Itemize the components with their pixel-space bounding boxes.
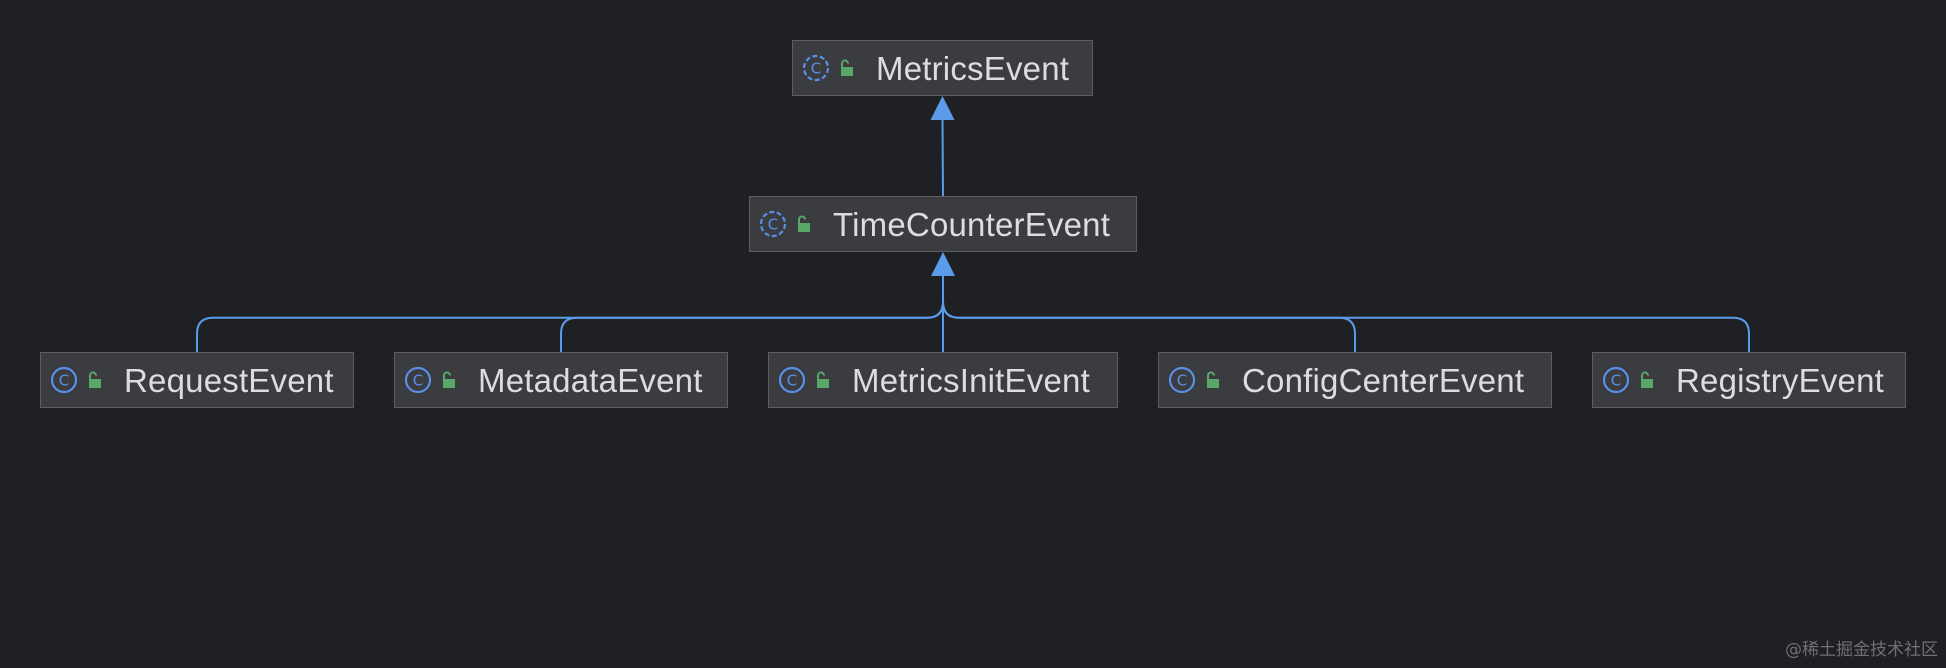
class-node-metadata-event[interactable]: C MetadataEvent xyxy=(394,352,728,408)
class-name: MetricsInitEvent xyxy=(852,362,1090,399)
inheritance-edge xyxy=(942,276,1356,352)
svg-text:C: C xyxy=(1611,372,1621,390)
public-lock-icon xyxy=(798,215,810,232)
inheritance-edge xyxy=(942,276,1750,352)
svg-text:C: C xyxy=(811,60,821,78)
class-icon: C xyxy=(802,54,830,82)
inheritance-edge xyxy=(941,119,944,197)
class-icon: C xyxy=(1168,366,1196,394)
class-node-time-counter-event[interactable]: C TimeCounterEvent xyxy=(749,196,1137,252)
class-icon: C xyxy=(759,210,787,238)
public-lock-icon xyxy=(817,371,829,388)
class-node-config-center-event[interactable]: C ConfigCenterEvent xyxy=(1158,352,1552,408)
inheritance-edge xyxy=(196,276,944,352)
public-lock-icon xyxy=(443,371,455,388)
class-name: MetadataEvent xyxy=(478,362,703,399)
class-node-request-event[interactable]: C RequestEvent xyxy=(40,352,354,408)
class-name: RegistryEvent xyxy=(1676,362,1885,399)
class-icon: C xyxy=(1602,366,1630,394)
svg-text:C: C xyxy=(787,372,797,390)
public-lock-icon xyxy=(89,371,101,388)
class-node-metrics-init-event[interactable]: C MetricsInitEvent xyxy=(768,352,1118,408)
svg-text:C: C xyxy=(59,372,69,390)
class-icon: C xyxy=(404,366,432,394)
svg-text:C: C xyxy=(1177,372,1187,390)
class-node-metrics-event[interactable]: C MetricsEvent xyxy=(792,40,1093,96)
inheritance-edge xyxy=(560,276,944,352)
class-name: RequestEvent xyxy=(124,362,334,399)
public-lock-icon xyxy=(1641,371,1653,388)
public-lock-icon xyxy=(1207,371,1219,388)
svg-text:C: C xyxy=(768,216,778,234)
svg-text:C: C xyxy=(413,372,423,390)
watermark: @稀土掘金技术社区 xyxy=(1785,640,1938,660)
inheritance-arrowhead xyxy=(931,252,955,276)
class-icon: C xyxy=(778,366,806,394)
public-lock-icon xyxy=(841,59,853,76)
class-name: ConfigCenterEvent xyxy=(1242,362,1525,399)
class-node-registry-event[interactable]: C RegistryEvent xyxy=(1592,352,1906,408)
class-name: TimeCounterEvent xyxy=(833,206,1111,243)
class-name: MetricsEvent xyxy=(876,50,1070,87)
inheritance-arrowhead xyxy=(930,96,955,120)
class-icon: C xyxy=(50,366,78,394)
